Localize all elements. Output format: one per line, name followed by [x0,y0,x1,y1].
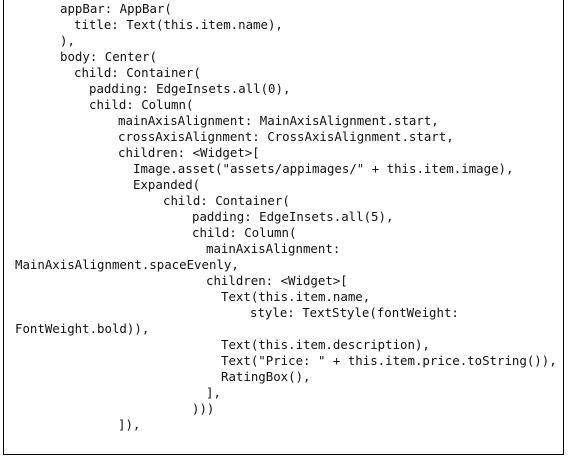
code-line: style: TextStyle(fontWeight: [250,305,459,320]
code-line: crossAxisAlignment: CrossAxisAlignment.s… [118,129,454,144]
code-line: child: Column( [192,225,297,240]
code-line: MainAxisAlignment.spaceEvenly, [15,257,239,272]
code-line: Image.asset("assets/appimages/" + this.i… [133,161,514,176]
code-line: child: Column( [89,97,194,112]
code-line: mainAxisAlignment: MainAxisAlignment.sta… [118,113,439,128]
code-line: Text(this.item.description), [221,337,430,352]
code-line: child: Container( [74,65,201,80]
code-line: Text("Price: " + this.item.price.toStrin… [221,353,557,368]
code-frame [3,0,564,455]
code-line: RatingBox(), [221,369,311,384]
code-line: mainAxisAlignment: [206,241,341,256]
code-line: child: Container( [163,193,290,208]
code-line: Text(this.item.name, [221,289,371,304]
code-line: appBar: AppBar( [60,1,172,16]
code-line: body: Center( [60,49,157,64]
code-line: ]), [118,417,141,432]
code-line: children: <Widget>[ [118,145,260,160]
code-line: ], [206,385,221,400]
code-line: ))) [192,401,215,416]
code-line: padding: EdgeInsets.all(5), [192,209,394,224]
code-line: FontWeight.bold)), [15,321,150,336]
code-line: Expanded( [133,177,201,192]
code-line: children: <Widget>[ [206,273,348,288]
code-line: title: Text(this.item.name), [74,17,283,32]
code-line: padding: EdgeInsets.all(0), [89,81,291,96]
code-line: ), [60,33,75,48]
